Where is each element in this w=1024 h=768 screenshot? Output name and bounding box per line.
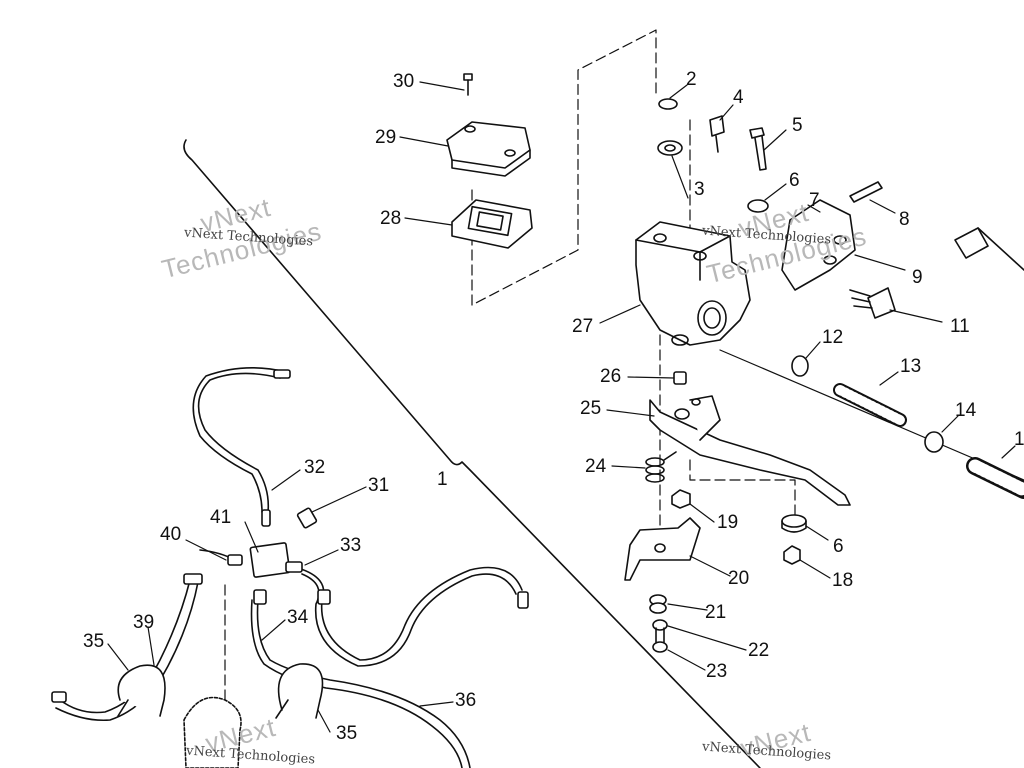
callout-label: 2	[686, 69, 697, 90]
callout-label: 36	[455, 690, 477, 711]
bolt	[709, 115, 725, 153]
callout-label: 21	[705, 602, 727, 623]
callout-label: 14	[955, 400, 977, 421]
callout-label: 22	[748, 640, 770, 661]
callout-label: 3	[694, 179, 705, 200]
pivot-pin	[749, 127, 767, 171]
callout-label: 6	[833, 536, 844, 557]
washer	[924, 431, 944, 453]
callout-label: 20	[728, 568, 750, 589]
fittings	[51, 369, 529, 703]
return-spring	[833, 383, 907, 427]
washer	[781, 514, 807, 533]
callout-label: 18	[832, 570, 854, 591]
callout-label: 8	[899, 209, 910, 230]
callout-label: 13	[900, 356, 922, 377]
callout-label: 33	[340, 535, 362, 556]
callout-label: 26	[600, 366, 622, 387]
callout-label: 1	[1014, 429, 1024, 450]
callout-label: 41	[210, 507, 232, 528]
washer	[747, 199, 769, 213]
callout-label: 30	[393, 71, 415, 92]
callout-label: 23	[706, 661, 728, 682]
callout-label: 6	[789, 170, 800, 191]
hex-nut	[783, 545, 801, 565]
callout-label: 25	[580, 398, 602, 419]
leader-lines	[107, 81, 1016, 733]
dashed-guides	[224, 29, 1024, 768]
washer	[791, 355, 809, 377]
assembly-boundary-line	[183, 139, 761, 768]
lever-bushing	[673, 371, 687, 385]
callout-label: 27	[572, 316, 594, 337]
reservoir-cover	[446, 121, 531, 177]
master-cylinder-body	[635, 221, 751, 346]
callout-label: 35	[83, 631, 105, 652]
callout-label: 24	[585, 456, 607, 477]
spacer	[649, 594, 667, 614]
callout-label: 1	[437, 469, 448, 490]
brake-bracket	[624, 517, 701, 581]
bushing	[657, 140, 683, 156]
callout-label: 12	[822, 327, 844, 348]
washer	[658, 98, 678, 110]
diaphragm	[451, 199, 533, 249]
callout-label: 34	[287, 607, 309, 628]
callout-label: 31	[368, 475, 390, 496]
callout-label: 5	[792, 115, 803, 136]
callout-label: 28	[380, 208, 402, 229]
callout-label: 19	[717, 512, 739, 533]
callout-label: 39	[133, 612, 155, 633]
callout-label: 40	[160, 524, 182, 545]
callout-label: 29	[375, 127, 397, 148]
housing-screw	[849, 181, 883, 203]
callout-label: 11	[950, 316, 970, 337]
reservoir-fragment	[183, 696, 242, 768]
brake-switch	[849, 287, 896, 319]
pivot-bolt	[652, 619, 668, 643]
hose-clip	[117, 664, 166, 717]
cover-screw	[463, 73, 473, 96]
switch-housing	[781, 199, 856, 291]
throttle-spring	[966, 457, 1024, 499]
callout-label: 4	[733, 87, 744, 108]
callout-label: 35	[336, 723, 358, 744]
grip-end-cap	[954, 227, 1024, 271]
brake-lever	[649, 395, 851, 506]
lock-nut	[652, 641, 668, 653]
hose-clip	[275, 663, 324, 719]
lever-spring	[645, 451, 677, 483]
callout-label: 9	[912, 267, 923, 288]
lever-nut	[671, 489, 691, 509]
callout-label: 32	[304, 457, 326, 478]
callout-label: 7	[809, 190, 820, 211]
